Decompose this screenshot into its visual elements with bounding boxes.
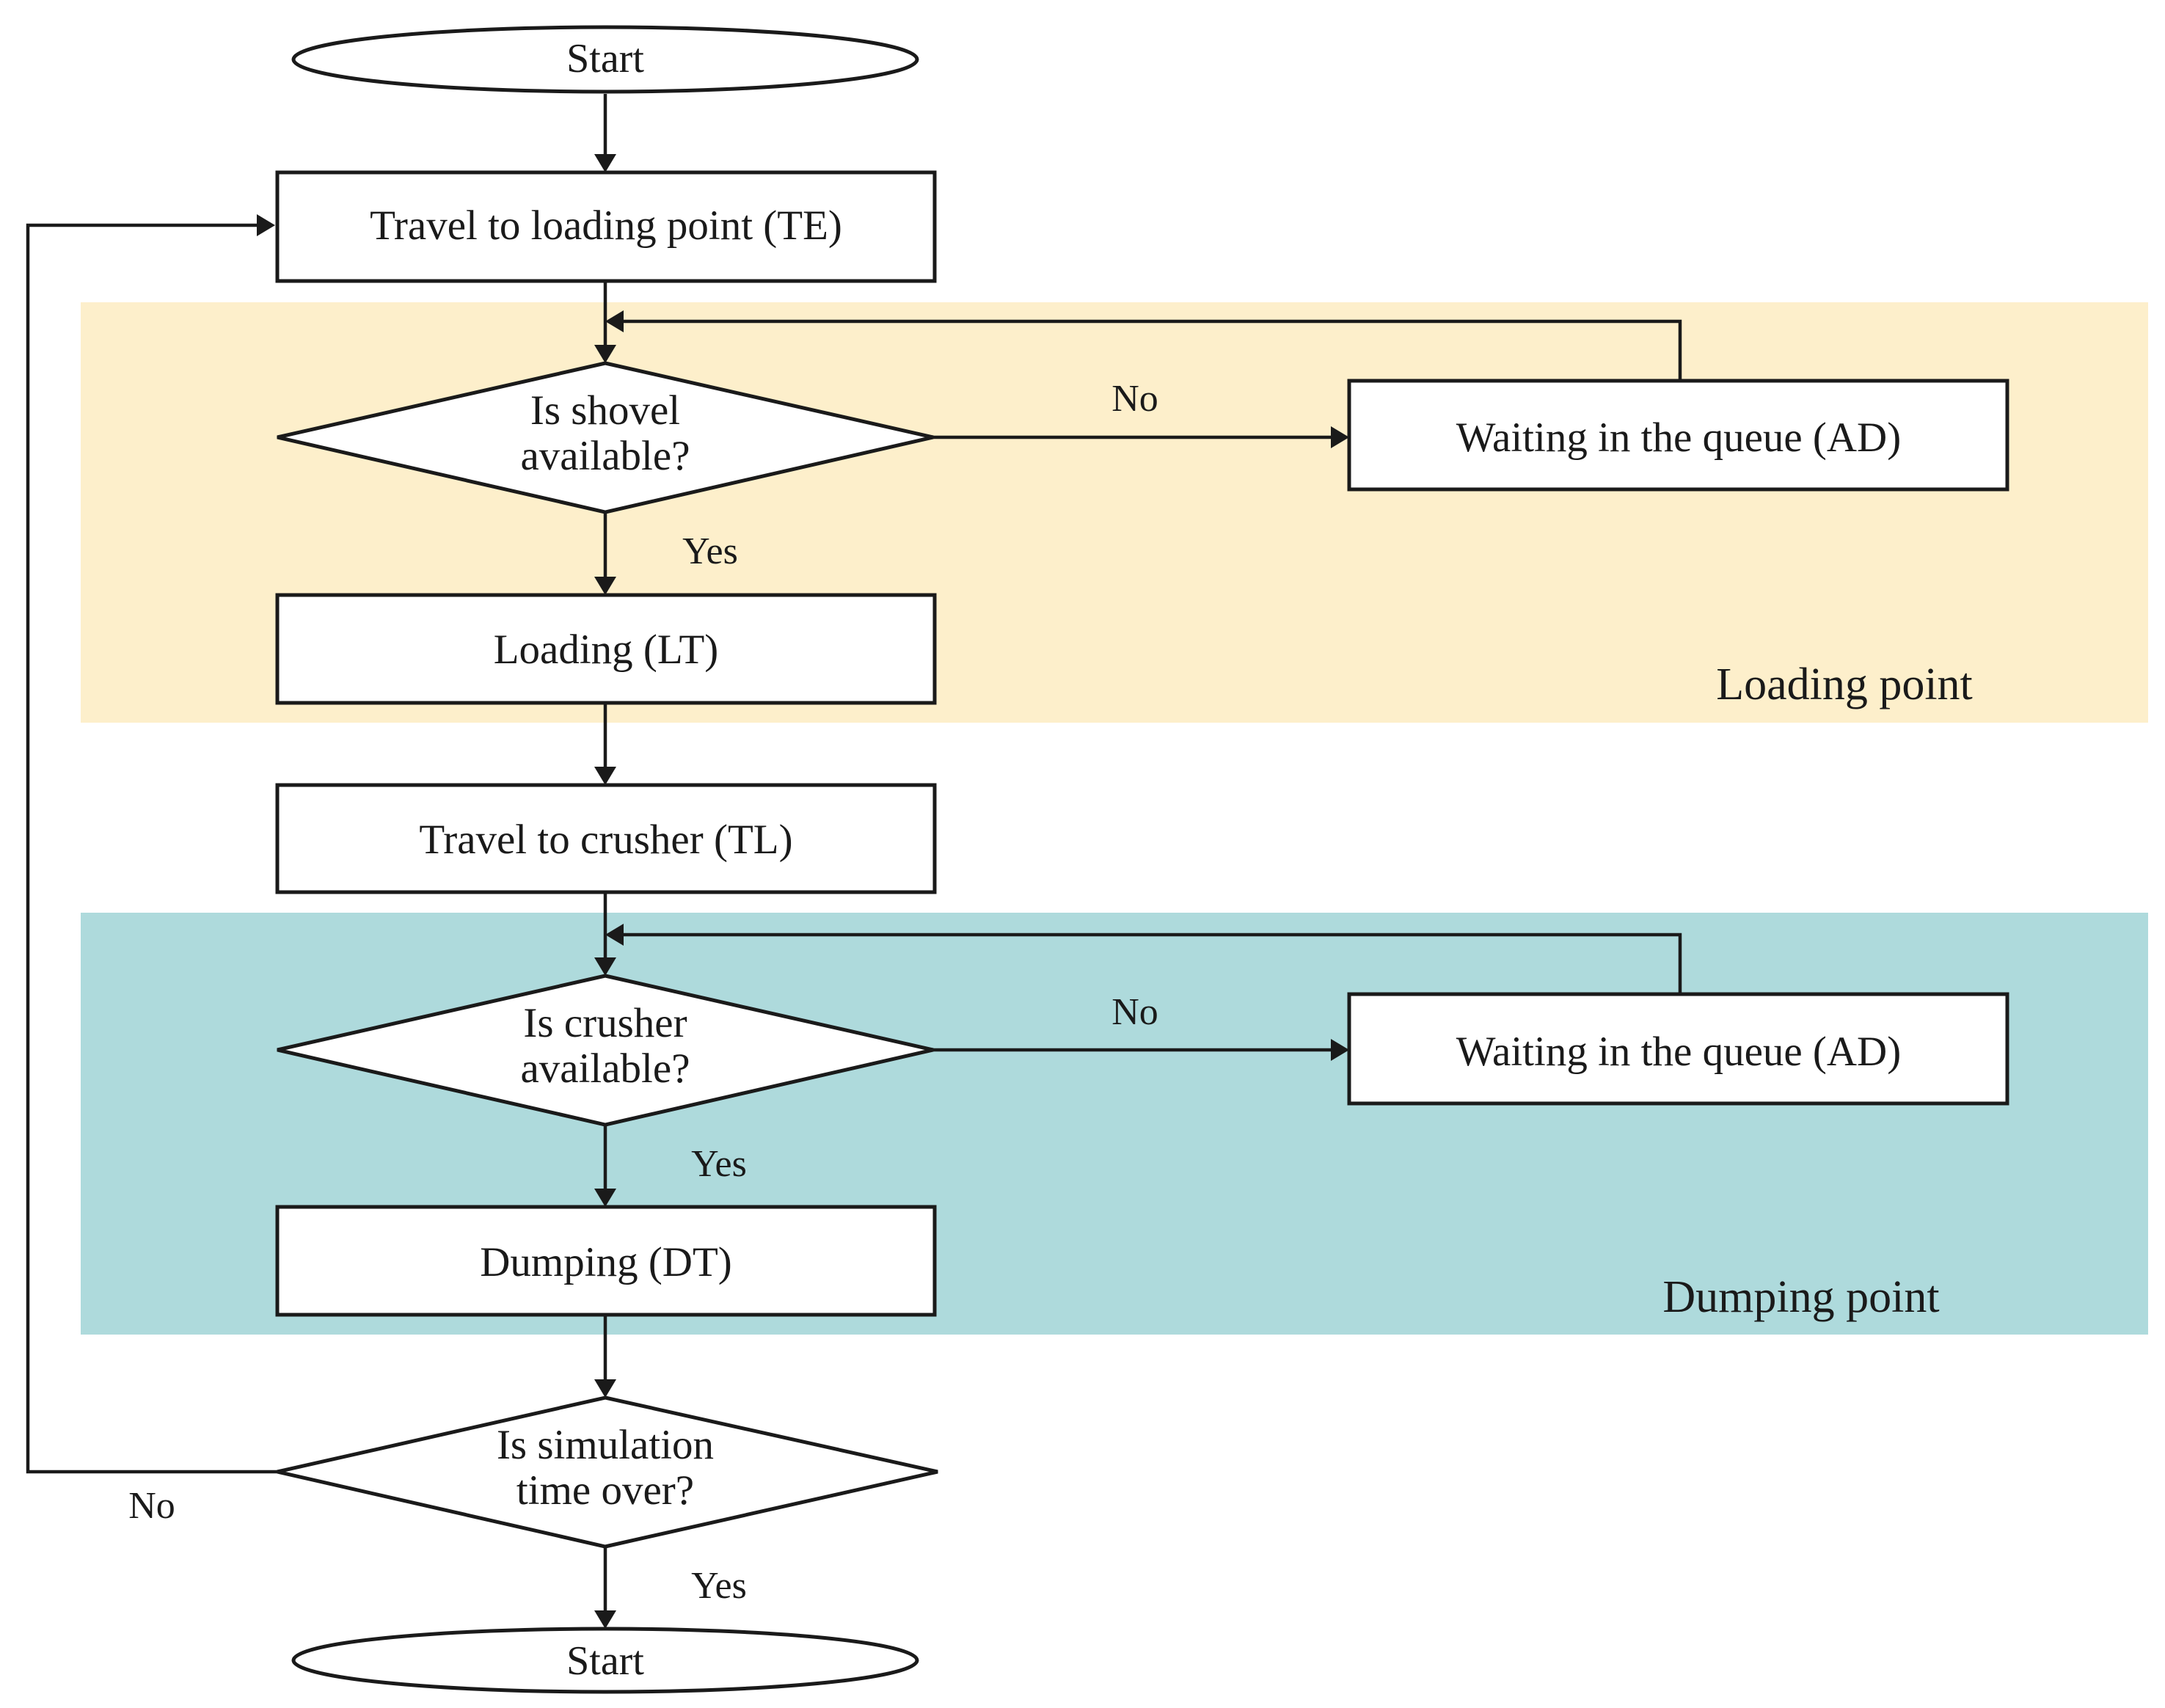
arrowhead: [1331, 1039, 1349, 1061]
end-terminal: Start: [291, 1627, 919, 1694]
end-terminal-label: Start: [566, 1638, 644, 1684]
wait-queue-dumping-box: Waiting in the queue (AD): [1347, 992, 2009, 1106]
start-terminal: Start: [291, 25, 919, 94]
loading-box: Loading (LT): [275, 593, 937, 705]
travel-to-crusher-box: Travel to crusher (TL): [275, 783, 937, 894]
arrowhead: [1331, 426, 1349, 448]
simulation-yes-label: Yes: [691, 1565, 747, 1607]
shovel-no-label: No: [1111, 378, 1158, 420]
crusher-decision: Is crusher available?: [277, 974, 934, 1127]
shovel-decision: Is shovel available?: [277, 361, 934, 514]
travel-to-loading-label: Travel to loading point (TE): [370, 202, 842, 249]
arrowhead: [594, 154, 616, 172]
dumping-point-label: Dumping point: [1662, 1272, 1939, 1322]
start-terminal-label: Start: [566, 36, 644, 81]
simulation-decision: Is simulation time over?: [277, 1395, 938, 1549]
arrowhead: [605, 924, 624, 946]
loading-point-label: Loading point: [1716, 660, 1973, 709]
arrowheads: [257, 154, 1349, 1629]
simulation-decision-line2: time over?: [516, 1467, 694, 1514]
crusher-decision-line2: available?: [520, 1045, 690, 1092]
arrowhead: [605, 310, 624, 332]
arrowhead: [594, 1610, 616, 1629]
arrowhead: [594, 1379, 616, 1398]
arrowhead: [594, 1189, 616, 1207]
crusher-yes-label: Yes: [691, 1143, 747, 1185]
simulation-no-label: No: [128, 1485, 175, 1527]
arrowhead: [594, 577, 616, 595]
loading-label: Loading (LT): [494, 627, 719, 673]
travel-to-loading-box: Travel to loading point (TE): [275, 170, 937, 283]
crusher-decision-line1: Is crusher: [523, 1000, 687, 1046]
arrowhead: [594, 767, 616, 785]
arrowhead: [594, 345, 616, 363]
dumping-box: Dumping (DT): [275, 1205, 937, 1317]
shovel-decision-line1: Is shovel: [530, 387, 680, 434]
travel-to-crusher-label: Travel to crusher (TL): [419, 817, 792, 863]
crusher-no-label: No: [1111, 991, 1158, 1033]
wait-queue-dumping-label: Waiting in the queue (AD): [1456, 1029, 1901, 1075]
arrowhead: [594, 957, 616, 976]
wait-queue-loading-box: Waiting in the queue (AD): [1347, 379, 2009, 492]
shovel-decision-line2: available?: [520, 433, 690, 479]
simulation-decision-line1: Is simulation: [497, 1422, 714, 1468]
shovel-yes-label: Yes: [682, 530, 738, 572]
connectors: [26, 94, 1682, 1612]
wait-queue-loading-label: Waiting in the queue (AD): [1456, 415, 1901, 461]
arrowhead: [257, 214, 275, 236]
dumping-label: Dumping (DT): [480, 1239, 732, 1285]
